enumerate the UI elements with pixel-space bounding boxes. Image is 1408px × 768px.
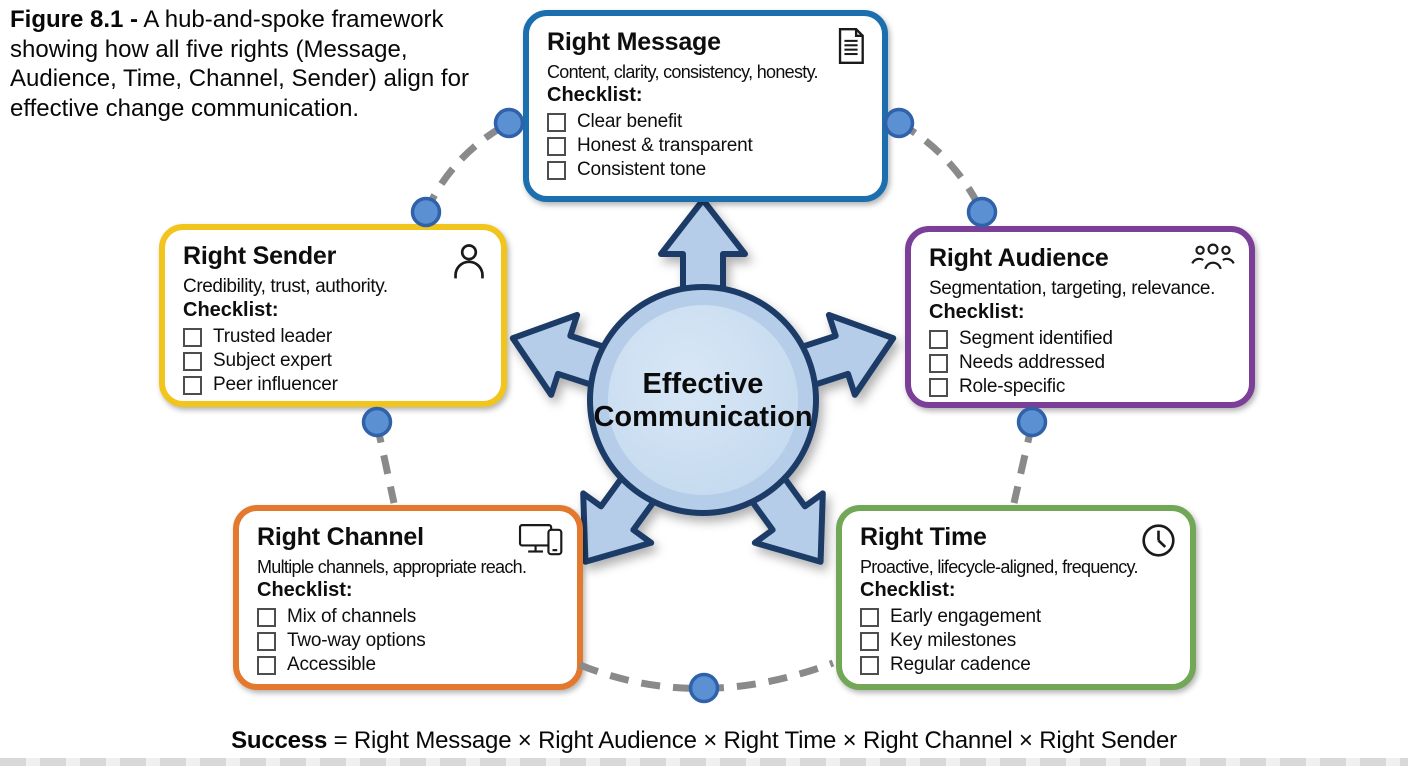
checklist-item-label: Two-way options <box>287 630 426 651</box>
checklist-item: Mix of channels <box>257 605 563 629</box>
checkbox-icon <box>183 375 202 395</box>
clock-icon <box>1140 522 1177 564</box>
hub-star <box>509 197 897 565</box>
checklist-item: Regular cadence <box>860 653 1176 677</box>
checkbox-icon <box>257 631 276 651</box>
checklist-item: Key milestones <box>860 629 1176 653</box>
figure-caption: Figure 8.1 - A hub-and-spoke framework s… <box>10 5 472 123</box>
checkbox-icon <box>183 327 202 347</box>
checklist-item-label: Regular cadence <box>890 654 1031 675</box>
checklist-item-label: Mix of channels <box>287 606 417 627</box>
checklist-item-label: Role-specific <box>959 376 1066 397</box>
checklist-item: Honest & transparent <box>547 134 868 158</box>
card-summary: Content, clarity, consistency, honesty. <box>547 62 819 82</box>
checkbox-icon <box>183 351 202 371</box>
checklist-item-label: Trusted leader <box>213 326 333 347</box>
checkbox-icon <box>547 112 566 132</box>
right-message-card: Right Message Content, clarity, consiste… <box>523 10 888 202</box>
document-icon <box>833 27 869 70</box>
card-title: Right Audience <box>929 244 1109 272</box>
checklist-item-label: Subject expert <box>213 350 332 371</box>
checklist-label: Checklist: <box>183 299 279 321</box>
people-group-icon <box>1190 243 1236 278</box>
right-channel-card: Right Channel Multiple channels, appropr… <box>233 505 583 690</box>
success-formula: Success = Right Message × Right Audience… <box>0 727 1408 755</box>
checklist-item: Consistent tone <box>547 158 868 182</box>
checklist-label: Checklist: <box>257 579 353 601</box>
checklist-item-label: Segment identified <box>959 328 1113 349</box>
hub-disk <box>608 305 798 495</box>
success-formula-label: Success <box>231 727 328 754</box>
checkbox-icon <box>929 329 948 349</box>
checklist-label: Checklist: <box>547 84 643 106</box>
success-formula-text: = Right Message × Right Audience × Right… <box>333 727 1178 754</box>
hub-label: Effective Communication <box>563 333 843 468</box>
person-icon <box>450 241 488 286</box>
checklist-item: Role-specific <box>929 375 1235 399</box>
right-audience-card: Right Audience Segmentation, targeting, … <box>905 226 1255 408</box>
figure-caption-text: A hub-and-spoke framework showing how al… <box>10 6 469 122</box>
checklist-item-label: Peer influencer <box>213 374 338 395</box>
checklist-item-label: Clear benefit <box>577 111 683 132</box>
checklist-item: Subject expert <box>183 349 487 373</box>
right-sender-card: Right Sender Credibility, trust, authori… <box>159 224 507 407</box>
card-summary: Proactive, lifecycle-aligned, frequency. <box>860 557 1139 577</box>
card-title: Right Time <box>860 523 987 551</box>
bottom-edge-artifact <box>0 758 1408 766</box>
checklist-item: Segment identified <box>929 327 1235 351</box>
checkbox-icon <box>929 353 948 373</box>
checkbox-icon <box>547 136 566 156</box>
checklist-item: Trusted leader <box>183 325 487 349</box>
card-title: Right Sender <box>183 242 337 270</box>
checklist-item-label: Accessible <box>287 654 376 675</box>
checklist-item-label: Early engagement <box>890 606 1042 627</box>
devices-icon <box>518 522 564 563</box>
card-title: Right Channel <box>257 523 424 551</box>
checklist-item: Early engagement <box>860 605 1176 629</box>
checklist-item-label: Consistent tone <box>577 159 707 180</box>
checklist-item-label: Needs addressed <box>959 352 1105 373</box>
checklist-item: Two-way options <box>257 629 563 653</box>
checklist-item: Peer influencer <box>183 373 487 397</box>
figure-caption-label: Figure 8.1 - <box>10 6 139 33</box>
hub-label-line2: Communication <box>593 400 813 433</box>
card-summary: Segmentation, targeting, relevance. <box>929 278 1215 299</box>
card-title: Right Message <box>547 28 721 56</box>
checklist-item: Needs addressed <box>929 351 1235 375</box>
checkbox-icon <box>257 655 276 675</box>
card-summary: Multiple channels, appropriate reach. <box>257 557 527 577</box>
right-time-card: Right Time Proactive, lifecycle-aligned,… <box>836 505 1196 690</box>
checkbox-icon <box>860 655 879 675</box>
checkbox-icon <box>257 607 276 627</box>
checklist-item-label: Key milestones <box>890 630 1017 651</box>
checklist-item-label: Honest & transparent <box>577 135 753 156</box>
checkbox-icon <box>929 377 948 397</box>
checklist-item: Clear benefit <box>547 110 868 134</box>
checkbox-icon <box>860 631 879 651</box>
checkbox-icon <box>547 160 566 180</box>
checklist-label: Checklist: <box>929 301 1025 323</box>
checklist-label: Checklist: <box>860 579 956 601</box>
checkbox-icon <box>860 607 879 627</box>
checklist-item: Accessible <box>257 653 563 677</box>
hub-label-line1: Effective <box>642 368 764 401</box>
card-summary: Credibility, trust, authority. <box>183 276 388 297</box>
